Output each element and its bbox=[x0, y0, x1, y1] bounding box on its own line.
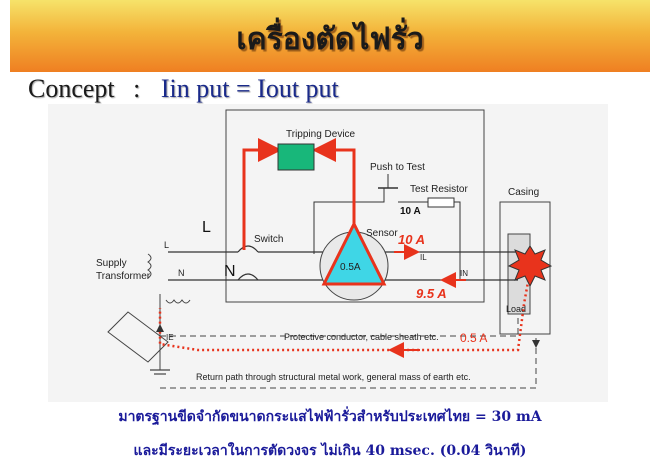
leakage-current-label: 0.5 A bbox=[460, 331, 487, 345]
sensor-triangle bbox=[321, 220, 387, 286]
concept-separator: : bbox=[133, 74, 141, 103]
supply-label-2: Transformer bbox=[96, 271, 151, 282]
in-symbol: IN bbox=[460, 269, 468, 278]
trip-signal-right bbox=[312, 138, 356, 230]
test-resistor-return bbox=[454, 201, 461, 280]
test-current-label: 10 A bbox=[400, 206, 421, 217]
trip-signal-left bbox=[242, 138, 282, 250]
switch-contact-n bbox=[237, 273, 259, 281]
title-banner: เครื่องตัดไฟรั่ว bbox=[10, 0, 650, 72]
concept-label: Concept bbox=[28, 74, 115, 103]
test-circuit-wire bbox=[313, 188, 385, 254]
transformer-delta bbox=[107, 311, 169, 363]
casing-label: Casing bbox=[508, 187, 539, 198]
switch-label: Switch bbox=[254, 234, 283, 245]
line-l-small-label: L bbox=[164, 240, 169, 250]
sensor-value-label: 0.5A bbox=[340, 262, 361, 273]
return-path-label: Return path through structural metal wor… bbox=[196, 372, 471, 382]
concept-line: Concept : Iin put = Iout put bbox=[28, 74, 339, 104]
test-resistor-label: Test Resistor bbox=[410, 184, 468, 195]
il-symbol: IL bbox=[420, 253, 427, 262]
protective-conductor-line bbox=[160, 314, 519, 337]
transformer-coil-1 bbox=[147, 253, 152, 279]
switch-contact-l bbox=[237, 245, 259, 253]
tripping-device-label: Tripping Device bbox=[286, 129, 356, 140]
leakage-current-path bbox=[158, 259, 534, 352]
breaker-enclosure bbox=[225, 109, 485, 303]
ie-arrow bbox=[156, 324, 164, 332]
page-title: เครื่องตัดไฟรั่ว bbox=[236, 22, 424, 57]
transformer-coil-2 bbox=[165, 299, 191, 304]
concept-formula: Iin put = Iout put bbox=[160, 74, 339, 103]
il-current-label: 10 A bbox=[398, 232, 425, 247]
test-resistor bbox=[427, 197, 455, 208]
line-n-big-label: N bbox=[224, 263, 236, 280]
sensor-label: Sensor bbox=[366, 228, 398, 239]
line-n-small-label: N bbox=[178, 268, 185, 278]
protective-conductor-label: Protective conductor, cable sheath etc. bbox=[284, 332, 439, 342]
line-l-big-label: L bbox=[202, 219, 211, 236]
tripping-device bbox=[277, 143, 315, 171]
supply-label-1: Supply bbox=[96, 258, 127, 269]
return-path-line bbox=[160, 336, 537, 389]
return-arrow-head bbox=[532, 340, 540, 348]
push-to-test-label: Push to Test bbox=[370, 162, 425, 173]
load-label: Load bbox=[506, 304, 526, 314]
caption-standard-limit: มาตรฐานขีดจำกัดขนาดกระแสไฟฟ้ารั่วสำหรับป… bbox=[118, 409, 542, 425]
caption-trip-time: และมีระยะเวลาในการตัดวงจร ไม่เกิน 40 mse… bbox=[133, 443, 527, 459]
in-current-label: 9.5 A bbox=[416, 286, 447, 301]
rcd-circuit-diagram: Tripping Device Push to Test Test Resist… bbox=[48, 104, 608, 402]
load-casing bbox=[499, 201, 551, 335]
fault-spark-icon bbox=[507, 245, 553, 288]
ie-symbol: IE bbox=[166, 333, 174, 342]
